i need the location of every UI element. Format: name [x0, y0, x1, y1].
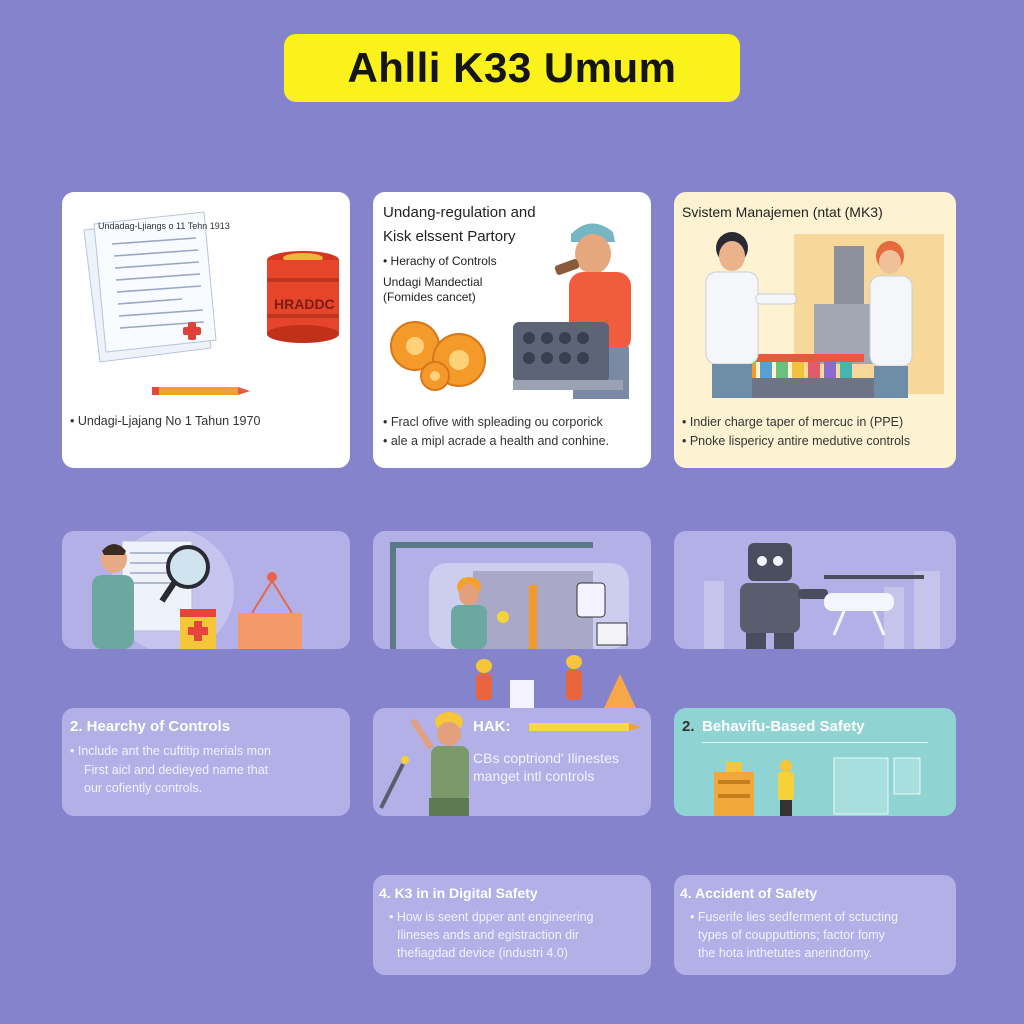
title-banner: Ahlli K33 Umum	[284, 34, 740, 102]
barrel-label: HRADDC	[274, 296, 335, 312]
pencil-illustration	[152, 387, 250, 395]
card2-sub3: (Fomides cancet)	[383, 290, 476, 304]
t3-num: 2.	[682, 718, 695, 735]
b1-line2: Ilineses ands and egistraction dir	[397, 928, 580, 942]
card2-heading-line1: Undang-regulation and	[383, 204, 536, 221]
pencil-bar-illustration	[529, 723, 641, 731]
card3-heading: Svistem Manajemen (ntat (MK3)	[682, 204, 883, 220]
lab-workers-illustration	[705, 232, 944, 398]
robot-drone-illustration	[704, 543, 940, 649]
t3-heading: Behavifu-Based Safety	[702, 718, 865, 735]
illustration-robot-drone	[674, 531, 956, 649]
card3-bullet2: • Pnoke lispericy antire medutive contro…	[682, 434, 911, 448]
factory-worker-illustration	[513, 223, 631, 399]
card-hierarchy-controls: 2. Hearchy of Controls • Include ant the…	[62, 708, 350, 816]
card1-bullet: • Undagi-Ljajang No 1 Tahun 1970	[70, 414, 261, 428]
illustration-factory-floor	[373, 531, 651, 649]
b2-line3: the hota inthetutes anerindomy.	[698, 946, 873, 960]
card2-sub1: • Herachy of Controls	[383, 254, 497, 268]
t2-heading: HAK:	[473, 718, 511, 735]
t1-line1: • Include ant the cuftitip merials mon	[70, 744, 272, 758]
b1-line3: thefiagdad device (industri 4.0)	[397, 946, 568, 960]
b1-line1: • How is seent dpper ant engineering	[389, 910, 594, 924]
document-heading: Undadag-Ljiangs o 11 Tehn 1913	[98, 221, 230, 231]
page-title: Ahlli K33 Umum	[347, 44, 677, 91]
t1-line3: our cofiently controls.	[84, 781, 203, 795]
t1-line2: First aicl and dedieyed name that	[84, 763, 269, 777]
document-illustration	[83, 211, 217, 363]
card2-heading-line2: Kisk elssent Partory	[383, 228, 516, 245]
cross-icon	[183, 322, 201, 340]
b2-line2: types of coupputtions; factor fomy	[698, 928, 885, 942]
card-digital-safety: 4. K3 in in Digital Safety • How is seen…	[373, 875, 651, 975]
b1-heading: 4. K3 in in Digital Safety	[379, 885, 538, 901]
card-management-system: Svistem Manajemen (ntat (MK3) • Indier	[674, 192, 956, 468]
barrel-illustration	[267, 251, 339, 343]
card-behavior-safety: 2. Behavifu-Based Safety	[674, 708, 956, 816]
t2-line1: CBs coptriond' Ilinestes	[473, 750, 619, 766]
card2-bullet1: • Fracl ofive with spleading ou corporic…	[383, 415, 603, 429]
card2-bullet2: • ale a mipl acrade a health and conhine…	[383, 434, 610, 448]
card2-sub2: Undagi Mandectial	[383, 275, 483, 289]
card-accident-safety: 4. Accident of Safety • Fuserife lies se…	[674, 875, 956, 975]
t3-divider	[702, 742, 928, 743]
card3-bullet1: • Indier charge taper of mercuc in (PPE)	[682, 415, 904, 429]
t2-line2: manget intl controls	[473, 768, 595, 784]
factory-floor-illustration	[390, 542, 629, 649]
card-regulation-law: Undadag-Ljiangs o 11 Tehn 1913 HRADDC • …	[62, 192, 350, 468]
inspector-illustration	[92, 531, 302, 649]
b2-line1: • Fuserife lies sedferment of sctucting	[690, 910, 898, 924]
gears-illustration	[390, 321, 486, 391]
card-risk-assessment: Undang-regulation and Kisk elssent Parto…	[373, 192, 651, 468]
small-workers-illustration	[476, 655, 636, 710]
warehouse-illustration	[714, 757, 921, 816]
welder-illustration	[379, 712, 469, 816]
illustration-inspection	[62, 531, 350, 649]
t1-heading: 2. Hearchy of Controls	[70, 718, 231, 735]
b2-heading: 4. Accident of Safety	[680, 885, 818, 901]
card-hak: HAK: CBs coptriond' Ilinestes manget int…	[373, 708, 651, 816]
